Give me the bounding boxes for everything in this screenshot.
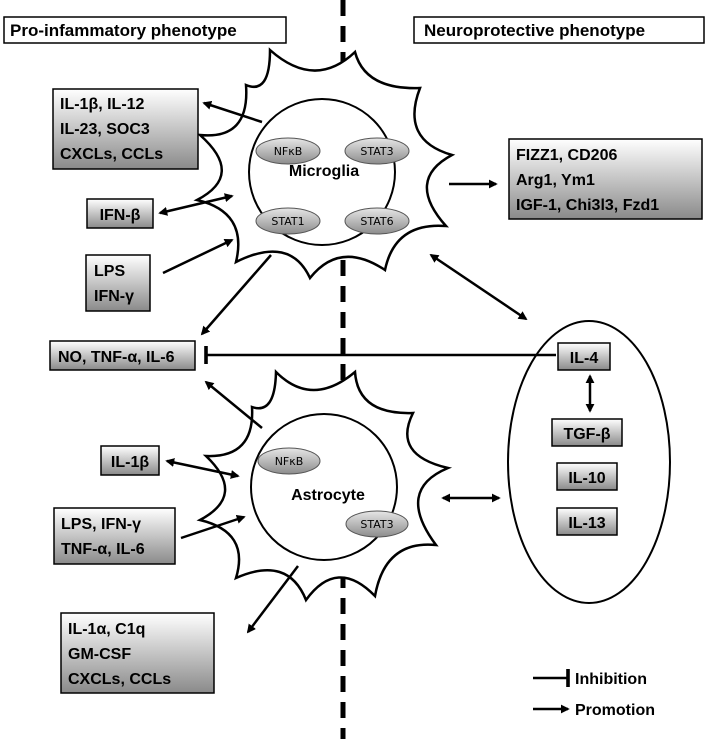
astrocyte-label: Astrocyte [291, 487, 365, 504]
legend-inhibition-label: Inhibition [575, 671, 647, 688]
astrocyte-cell: Astrocyte NFκB STAT3 [196, 369, 453, 603]
il4-label: IL-4 [570, 350, 599, 367]
microglia-nfkb-pill: NFκB [255, 137, 321, 165]
arrow-il1b-bidirectional [165, 458, 240, 479]
microglia-stat6-label: STAT6 [360, 215, 393, 228]
microglia-label: Microglia [289, 163, 359, 180]
astro-out-line-1: IL-1α, C1q [68, 621, 145, 638]
arrow-astro-inputs-to-astrocyte [180, 515, 246, 540]
header-neuroprotective: Neuroprotective phenotype [413, 16, 705, 44]
neuro-out-line-2: Arg1, Ym1 [516, 172, 595, 189]
no-tnf-il6-label: NO, TNF-α, IL-6 [58, 349, 175, 366]
arrow-astrocyte-to-no [204, 380, 263, 429]
box-neuroprotective-outputs: FIZZ1, CD206 Arg1, Ym1 IGF-1, Chi3l3, Fz… [508, 138, 703, 220]
legend-promotion-label: Promotion [575, 702, 655, 719]
microglia-stat1-pill: STAT1 [255, 207, 321, 235]
neuro-out-line-1: FIZZ1, CD206 [516, 147, 617, 164]
cytokine-group [507, 320, 671, 604]
arrow-microglia-cytokines-bidirectional [429, 253, 528, 321]
neuro-out-line-3: IGF-1, Chi3l3, Fzd1 [516, 197, 659, 214]
arrow-microglia-to-cytokines [202, 100, 263, 124]
microglia-out-line-1: IL-1β, IL-12 [60, 96, 145, 113]
box-astrocyte-outputs: IL-1α, C1q GM-CSF CXCLs, CCLs [60, 612, 215, 694]
box-no-tnf-il6: NO, TNF-α, IL-6 [49, 340, 196, 371]
astro-out-line-3: CXCLs, CCLs [68, 671, 171, 688]
box-lps-ifn-gamma: LPS IFN-γ [85, 254, 151, 312]
box-astrocyte-inputs: LPS, IFN-γ TNF-α, IL-6 [53, 507, 176, 565]
arrow-lps-to-microglia [162, 238, 234, 275]
microglia-out-line-3: CXCLs, CCLs [60, 146, 163, 163]
box-tgf-beta: TGF-β [551, 418, 623, 447]
box-ifn-beta: IFN-β [86, 198, 154, 229]
header-right-label: Neuroprotective phenotype [424, 21, 645, 40]
ifn-gamma-label: IFN-γ [94, 288, 134, 305]
astro-out-line-2: GM-CSF [68, 646, 131, 663]
box-il13: IL-13 [556, 507, 618, 536]
ifn-beta-label: IFN-β [100, 207, 141, 224]
lps-label: LPS [94, 263, 125, 280]
astrocyte-stat3-label: STAT3 [360, 518, 393, 531]
header-left-label: Pro-infammatory phenotype [10, 21, 237, 40]
box-microglia-outputs: IL-1β, IL-12 IL-23, SOC3 CXCLs, CCLs [52, 88, 199, 170]
microglia-stat1-label: STAT1 [271, 215, 304, 228]
arrow-astrocyte-to-outputs [246, 565, 299, 634]
astrocyte-stat3-pill: STAT3 [345, 510, 409, 538]
astrocyte-nfkb-label: NFκB [275, 455, 304, 468]
microglia-stat3-label: STAT3 [360, 145, 393, 158]
il10-label: IL-10 [568, 470, 605, 487]
il13-label: IL-13 [568, 515, 605, 532]
astrocyte-nfkb-pill: NFκB [257, 447, 321, 475]
header-pro-inflammatory: Pro-infammatory phenotype [3, 16, 287, 44]
legend: Inhibition Promotion [533, 669, 655, 719]
astro-in-line-1: LPS, IFN-γ [61, 516, 141, 533]
box-il10: IL-10 [556, 462, 618, 491]
microglia-out-line-2: IL-23, SOC3 [60, 121, 150, 138]
astro-in-line-2: TNF-α, IL-6 [61, 541, 145, 558]
microglia-cell: Microglia NFκB STAT3 STAT1 STAT6 [193, 47, 456, 281]
microglia-stat6-pill: STAT6 [344, 207, 410, 235]
microglia-nfkb-label: NFκB [274, 145, 303, 158]
arrow-ifn-beta-bidirectional [158, 193, 234, 216]
microglia-stat3-pill: STAT3 [344, 137, 410, 165]
tgf-beta-label: TGF-β [563, 426, 610, 443]
arrows [158, 100, 595, 634]
box-il4: IL-4 [557, 342, 611, 371]
il1b-label: IL-1β [111, 454, 149, 471]
arrow-microglia-to-no [200, 254, 272, 336]
box-il1b: IL-1β [100, 445, 160, 476]
